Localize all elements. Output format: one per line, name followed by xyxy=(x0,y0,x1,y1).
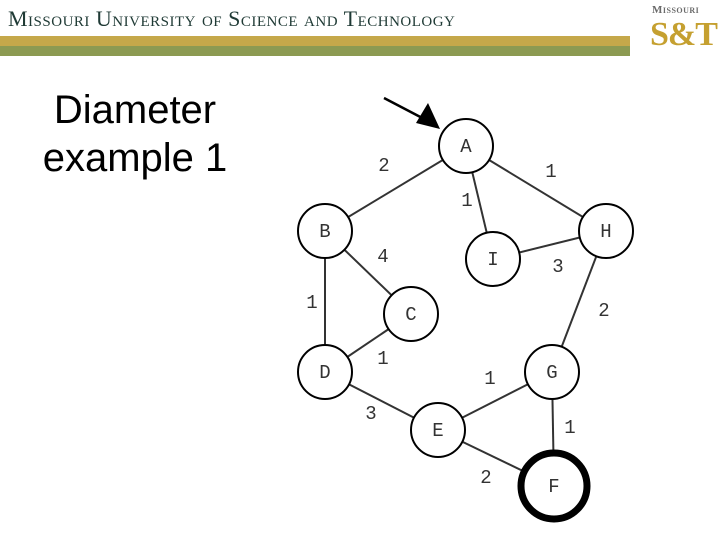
slide-title: Diameter example 1 xyxy=(20,86,250,182)
node-i xyxy=(465,231,521,287)
header-stripe-olive xyxy=(0,46,630,56)
node-label-b: B xyxy=(319,221,330,243)
edge-weight-g-f: 1 xyxy=(564,417,575,439)
node-label-g: G xyxy=(546,362,557,384)
edge-weight-h-g: 2 xyxy=(598,300,609,322)
university-title: Missouri University of Science and Techn… xyxy=(8,6,456,31)
header-stripe-gold xyxy=(0,36,630,46)
node-h xyxy=(578,203,634,259)
university-logo: Missouri S&T xyxy=(646,2,718,60)
node-f xyxy=(517,449,591,523)
edge-weight-b-d: 1 xyxy=(306,292,317,314)
node-g xyxy=(524,344,580,400)
edge-weight-a-b: 2 xyxy=(378,155,389,177)
slide-header: Missouri University of Science and Techn… xyxy=(0,0,720,62)
start-arrow-head xyxy=(416,103,440,129)
node-b xyxy=(297,203,353,259)
logo-top-text: Missouri xyxy=(652,4,700,16)
node-label-c: C xyxy=(405,304,416,326)
edge-weight-b-c: 4 xyxy=(377,246,388,268)
node-a xyxy=(438,118,494,174)
edge-weight-d-e: 3 xyxy=(365,403,376,425)
node-label-h: H xyxy=(600,221,611,243)
node-label-e: E xyxy=(432,420,443,442)
node-label-f: F xyxy=(548,476,559,498)
node-d xyxy=(297,344,353,400)
node-c xyxy=(383,286,439,342)
node-label-i: I xyxy=(487,249,498,271)
edge-weight-a-h: 1 xyxy=(545,161,556,183)
edge-weight-e-g: 1 xyxy=(484,368,495,390)
slide-title-line-2: example 1 xyxy=(42,136,228,180)
edge-weight-d-c: 1 xyxy=(377,348,388,370)
edge-weight-e-f: 2 xyxy=(480,467,491,489)
node-label-d: D xyxy=(319,362,330,384)
edge-weight-i-h: 3 xyxy=(552,256,563,278)
logo-main-text: S&T xyxy=(650,16,718,53)
edge-weight-a-i: 1 xyxy=(461,190,472,212)
node-e xyxy=(410,402,466,458)
slide-title-line-1: Diameter xyxy=(53,88,217,132)
node-label-a: A xyxy=(460,136,472,158)
